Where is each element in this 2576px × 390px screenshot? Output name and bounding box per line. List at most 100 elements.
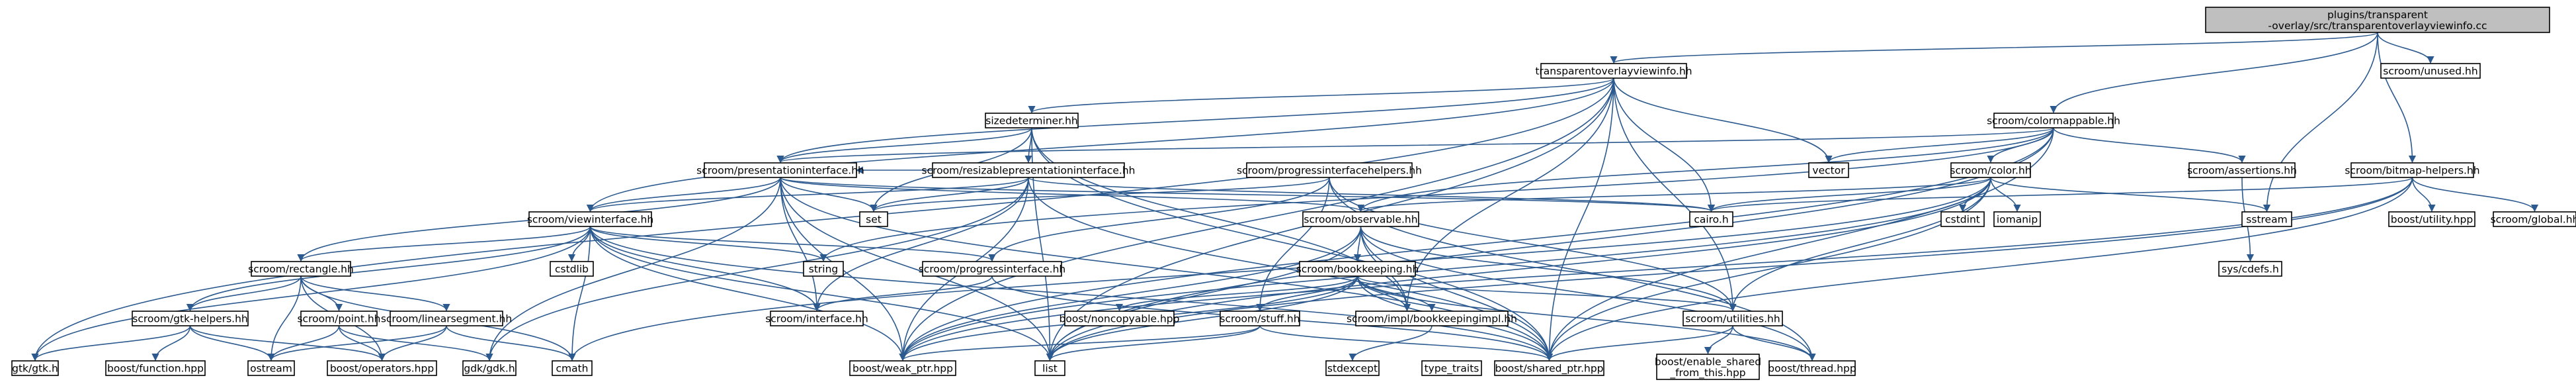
node-label: ostream [250,363,292,375]
edge-color-to-utilities [1729,177,1991,312]
node-scroom-global-hh[interactable]: scroom/global.hh [2491,211,2576,227]
node-box [2188,162,2296,178]
node-scroom-progressinterface-hh[interactable]: scroom/progressinterface.hh [919,261,1066,277]
node-label: boost/function.hpp [107,363,204,375]
edge-observable-to-sharedptr [1360,226,1554,362]
node-label: _from_this.hpp [1669,367,1745,379]
edge-bookkeepingimpl-to-stdexcept [1349,325,1433,362]
node-iomanip[interactable]: iomanip [1993,211,2041,227]
node-boost-utility-hpp[interactable]: boost/utility.hpp [2388,211,2475,227]
node-boost-enable-shared-from-this-hpp[interactable]: boost/enable_shared_from_this.hpp [1655,354,1761,380]
edge-utilities-to-thread [1732,325,1816,362]
node-transparentoverlayviewinfo-hh[interactable]: transparentoverlayviewinfo.hh [1535,63,1692,79]
node-scroom-presentationinterface-hh[interactable]: scroom/presentationinterface.hh [696,162,864,178]
node-gdk-gdk-h[interactable]: gdk/gdk.h [462,360,517,376]
node-box [2241,211,2292,227]
edge-presentationinterface-to-observable [780,177,1364,213]
edge-tovi-to-presentationinterface [776,77,1614,164]
node-scroom-rectangle-hh[interactable]: scroom/rectangle.hh [248,261,354,277]
node-scroom-assertions-hh[interactable]: scroom/assertions.hh [2187,162,2297,178]
edge-bookkeeping-to-utilities [1356,275,1737,312]
node-scroom-unused-hh[interactable]: scroom/unused.hh [2380,63,2481,79]
node-boost-thread-hpp[interactable]: boost/thread.hpp [1768,360,1856,376]
node-box [2380,63,2481,79]
node-vector[interactable]: vector [1808,162,1849,178]
node-box [1768,360,1856,376]
node-label: scroom/progressinterfacehelpers.hh [1237,165,1422,177]
node-label: boost/enable_shared [1655,356,1761,368]
node-boost-function-hpp[interactable]: boost/function.hpp [105,360,206,376]
edge-viewinterface-to-rectangle [297,226,591,262]
node-box [1950,162,2031,178]
edge-viewinterface-to-interface [589,226,821,312]
node-scroom-stuff-hh[interactable]: scroom/stuff.hh [1220,311,1300,326]
node-scroom-bookkeeping-hh[interactable]: scroom/bookkeeping.hh [1296,261,1419,277]
node-label: scroom/utilities.hh [1685,313,1780,325]
node-label: boost/shared_ptr.hpp [1495,363,1603,375]
node-scroom-observable-hh[interactable]: scroom/observable.hh [1302,211,1419,227]
node-boost-shared-ptr-hpp[interactable]: boost/shared_ptr.hpp [1494,360,1604,376]
edge-bitmaphelpers-to-sharedptr [1545,177,2413,362]
edge-tovi-to-map [1403,77,1614,312]
edge-rectangle-to-ostream [267,275,302,362]
node-label: scroom/interface.hh [765,313,868,325]
edge-bitmaphelpers-to-global [2411,177,2539,213]
node-label: boost/thread.hpp [1768,363,1856,375]
node-ostream[interactable]: ostream [247,360,295,376]
node-scroom-linearsegment-hh[interactable]: scroom/linearsegment.hh [381,311,512,326]
node-label: -overlay/src/transparentoverlayviewinfo.… [2268,20,2487,32]
edge-resizablepresentationinterface-to-interface [813,177,1029,312]
edge-resizablepresentationinterface-to-cairo [1028,177,1715,213]
node-box [1993,113,2114,128]
node-scroom-utilities-hh[interactable]: scroom/utilities.hh [1683,311,1783,326]
node-gtk-gtk-h[interactable]: gtk/gtk.h [11,360,59,376]
node-cstdlib[interactable]: cstdlib [550,261,594,277]
node-scroom-color-hh[interactable]: scroom/color.hh [1950,162,2032,178]
node-type-traits[interactable]: type_traits [1421,360,1482,376]
node-string[interactable]: string [803,261,844,277]
node-label: list [1042,363,1058,375]
node-box [2493,211,2576,227]
node-cmath[interactable]: cmath [552,360,593,376]
node-scroom-impl-bookkeepingimpl-hh[interactable]: scroom/impl/bookkeepingimpl.hh [1347,311,1517,326]
node-sizedeterminer-hh[interactable]: sizedeterminer.hh [985,113,1079,128]
edge-linearsegment-to-operators [378,325,447,362]
node-label: scroom/resizablepresentationinterface.hh [922,165,1136,177]
edge-presentationinterface-to-cairo [780,177,1715,213]
node-label: boost/operators.hpp [330,363,434,375]
node-scroom-bitmap-helpers-hh[interactable]: scroom/bitmap-helpers.hh [2345,162,2480,178]
node-box [1246,162,1413,178]
node-label: scroom/assertions.hh [2187,165,2297,177]
node-boost-operators-hpp[interactable]: boost/operators.hpp [327,360,437,376]
node-scroom-point-hh[interactable]: scroom/point.hh [297,311,381,326]
node-label: transparentoverlayviewinfo.hh [1535,66,1692,77]
node-boost-noncopyable-hpp[interactable]: boost/noncopyable.hpp [1059,311,1180,326]
node-label: sizedeterminer.hh [985,115,1077,127]
node-sys-cdefs-h[interactable]: sys/cdefs.h [2218,261,2282,277]
node-scroom-colormappable-hh[interactable]: scroom/colormappable.hh [1987,113,2120,128]
node-stdexcept[interactable]: stdexcept [1325,360,1380,376]
edge-observable-to-list [1046,226,1362,362]
node-box [528,211,652,227]
node-box [2218,261,2282,277]
node-cstdint[interactable]: cstdint [1940,211,1985,227]
node-boost-weak-ptr-hpp[interactable]: boost/weak_ptr.hpp [849,360,956,376]
node-scroom-resizablepresentationinterface-hh[interactable]: scroom/resizablepresentationinterface.hh [922,162,1136,178]
edge-resizablepresentationinterface-to-gdk [485,177,1029,362]
node-sstream[interactable]: sstream [2241,211,2292,227]
edge-colormappable-to-presentationinterface [777,127,2054,164]
node-scroom-interface-hh[interactable]: scroom/interface.hh [765,311,868,326]
edge-stuff-to-list [1046,325,1261,362]
node-list[interactable]: list [1034,360,1065,376]
node-plugins-transparent-overlay-src-transparentoverlayviewinfo-cc[interactable]: plugins/transparent-overlay/src/transpar… [2205,7,2550,33]
node-scroom-progressinterfacehelpers-hh[interactable]: scroom/progressinterfacehelpers.hh [1237,162,1422,178]
edge-color-to-observable [1357,177,1991,213]
node-set[interactable]: set [859,211,888,227]
node-scroom-gtk-helpers-hh[interactable]: scroom/gtk-helpers.hh [132,311,249,326]
node-scroom-viewinterface-hh[interactable]: scroom/viewinterface.hh [527,211,653,227]
node-cairo-h[interactable]: cairo.h [1689,211,1733,227]
node-label: scroom/presentationinterface.hh [696,165,864,177]
node-box [849,360,956,376]
edge-bookkeeping-to-noncopyable [1116,275,1358,312]
